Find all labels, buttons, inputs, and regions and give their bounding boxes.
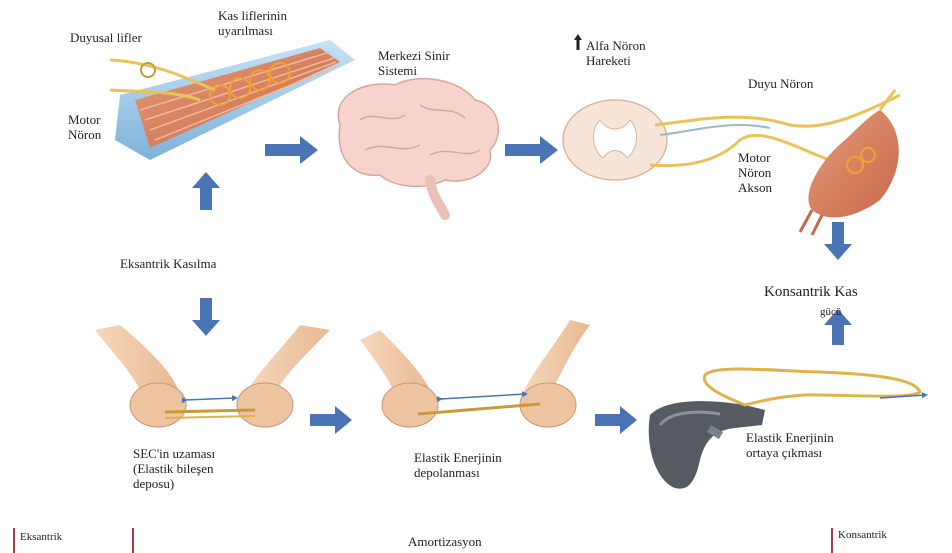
label-merkezi-sinir: Merkezi Sinir Sistemi bbox=[378, 48, 450, 78]
label-alfa-noron-line2: Hareketi bbox=[586, 53, 646, 68]
label-elastik-ortaya-line2: ortaya çıkması bbox=[746, 445, 834, 460]
label-motor-noron-left: Motor Nöron bbox=[68, 112, 101, 142]
label-elastik-depolanmasi-line1: Elastik Enerjinin bbox=[414, 450, 502, 465]
label-motor-noron-akson-line3: Akson bbox=[738, 180, 772, 195]
label-duyu-noron: Duyu Nöron bbox=[748, 76, 813, 91]
label-elastik-depolanmasi: Elastik Enerjinin depolanması bbox=[414, 450, 502, 480]
label-alfa-noron: Alfa Nöron Hareketi bbox=[586, 38, 646, 68]
phase-eksantrik: Eksantrik bbox=[20, 530, 62, 545]
label-motor-noron-akson-line2: Nöron bbox=[738, 165, 772, 180]
label-kas-lifleri-line1: Kas liflerinin bbox=[218, 8, 287, 23]
label-alfa-noron-line1: Alfa Nöron bbox=[586, 38, 646, 53]
label-motor-noron-left-line2: Nöron bbox=[68, 127, 101, 142]
label-merkezi-sinir-line2: Sistemi bbox=[378, 63, 450, 78]
label-elastik-ortaya: Elastik Enerjinin ortaya çıkması bbox=[746, 430, 834, 460]
phase-amortizasyon: Amortizasyon bbox=[408, 534, 482, 549]
phase-konsantrik: Konsantrik bbox=[838, 528, 887, 543]
label-merkezi-sinir-line1: Merkezi Sinir bbox=[378, 48, 450, 63]
label-kas-lifleri-line2: uyarılması bbox=[218, 23, 287, 38]
contracting-muscle-illustration bbox=[800, 90, 899, 235]
label-elastik-ortaya-line1: Elastik Enerjinin bbox=[746, 430, 834, 445]
label-motor-noron-akson-line1: Motor bbox=[738, 150, 772, 165]
muscle-illustration bbox=[110, 40, 355, 160]
label-elastik-depolanmasi-line2: depolanması bbox=[414, 465, 502, 480]
label-motor-noron-left-line1: Motor bbox=[68, 112, 101, 127]
arrow-icon bbox=[192, 34, 852, 434]
label-gucu: gücü bbox=[820, 305, 841, 320]
label-sec-uzamasi-line1: SEC'in uzaması bbox=[133, 446, 215, 461]
hands-stretching-band-middle bbox=[360, 320, 590, 427]
label-kas-lifleri: Kas liflerinin uyarılması bbox=[218, 8, 287, 38]
label-motor-noron-akson: Motor Nöron Akson bbox=[738, 150, 772, 195]
label-sec-uzamasi-line3: deposu) bbox=[133, 476, 215, 491]
label-konsantrik-kas: Konsantrik Kas bbox=[764, 283, 858, 301]
brain-illustration bbox=[338, 79, 498, 215]
label-sec-uzamasi-line2: (Elastik bileşen bbox=[133, 461, 215, 476]
label-eksantrik-kasilma: Eksantrik Kasılma bbox=[120, 256, 216, 271]
label-duyusal-lifler: Duyusal lifler bbox=[70, 30, 142, 45]
hands-stretching-band-left bbox=[95, 325, 330, 427]
label-sec-uzamasi: SEC'in uzaması (Elastik bileşen deposu) bbox=[133, 446, 215, 491]
slingshot-illustration bbox=[649, 369, 925, 489]
